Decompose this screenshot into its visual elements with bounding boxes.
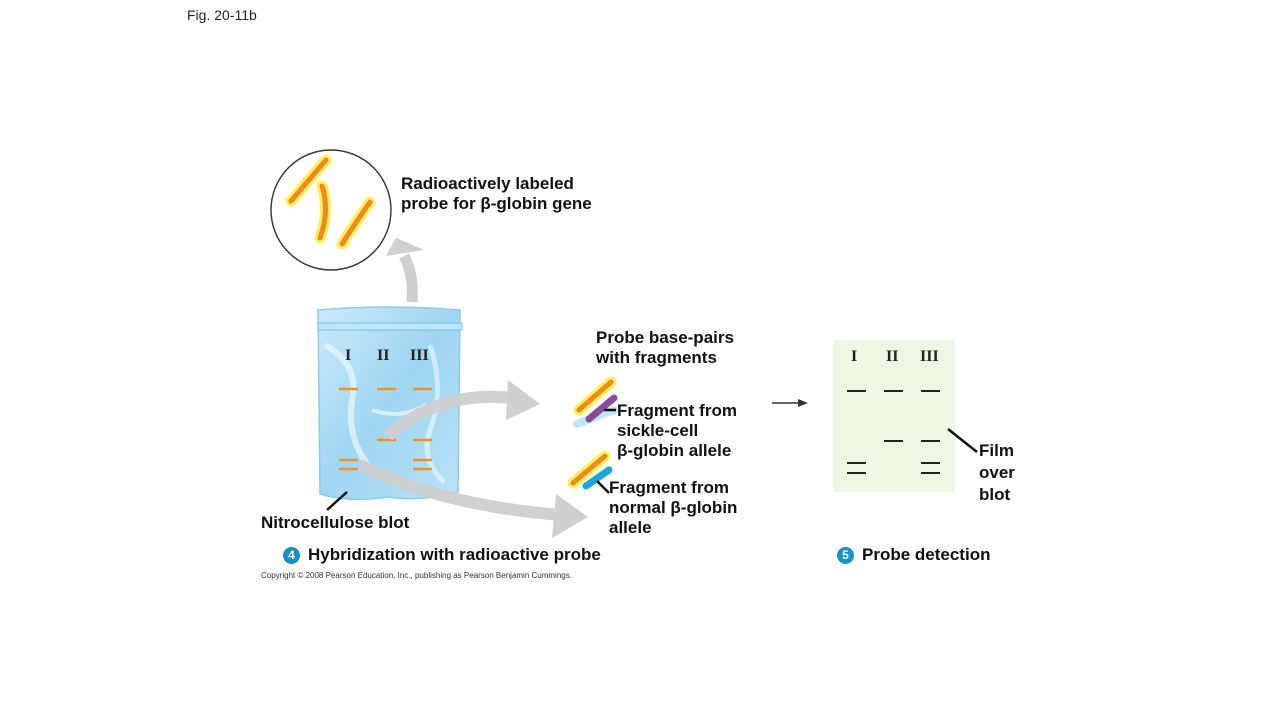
film-label-line: over <box>979 463 1015 482</box>
sickle-fragment-label-line: β-globin allele <box>617 441 732 460</box>
figure-label: Fig. 20-11b <box>187 7 257 23</box>
blot-pointer-line <box>326 491 348 511</box>
base-pair-label-line: with fragments <box>596 348 717 367</box>
blot-lane-label: III <box>410 347 429 364</box>
step-number-badge: 5 <box>837 546 854 564</box>
blot-bands <box>339 387 432 471</box>
curved-arrow-right-icon <box>357 459 588 538</box>
curved-arrow-right-icon <box>384 380 540 441</box>
normal-fragment-label-line: Fragment from <box>609 478 729 497</box>
probe-strand-icon <box>336 196 376 250</box>
blot-lane-label: II <box>377 347 390 364</box>
sickle-fragment-label-line: sickle-cell <box>617 421 699 440</box>
sickle-fragment-hybrid-icon <box>573 376 618 428</box>
curved-arrow-up-icon <box>386 238 424 303</box>
normal-fragment-label-line: normal β-globin <box>609 498 738 517</box>
blot-bag <box>317 306 463 501</box>
probe-strand-icon <box>314 180 331 244</box>
probe-label: Radioactively labeled probe for β-globin… <box>401 174 592 214</box>
film-panel <box>833 340 955 492</box>
film-lane-label: III <box>920 348 939 365</box>
copyright-notice: Copyright © 2008 Pearson Education, Inc.… <box>261 571 572 580</box>
step-title: Hybridization with radioactive probe <box>308 545 601 564</box>
base-pair-label-line: Probe base-pairs <box>596 328 734 347</box>
normal-pointer-line <box>596 480 610 494</box>
film-lane-label: II <box>886 348 899 365</box>
step-number-badge: 4 <box>283 546 300 564</box>
film-bands <box>847 390 940 474</box>
step-hybridization: 4 Hybridization with radioactive probe <box>283 545 601 565</box>
probe-strand-icon <box>285 154 332 207</box>
nitrocellulose-label: Nitrocellulose blot <box>261 513 410 532</box>
sickle-fragment-label: Fragment from sickle-cell β-globin allel… <box>617 401 737 461</box>
step-title: Probe detection <box>862 545 991 564</box>
probe-magnifier <box>270 149 392 271</box>
arrow-right-icon <box>772 399 808 407</box>
normal-fragment-label-line: allele <box>609 518 652 537</box>
base-pair-label: Probe base-pairs with fragments <box>596 328 734 368</box>
film-label-line: blot <box>979 485 1011 504</box>
film-lane-label: I <box>851 348 858 365</box>
step-probe-detection: 5 Probe detection <box>837 545 990 565</box>
blot-lane-label: I <box>345 347 352 364</box>
probe-label-line: Radioactively labeled <box>401 174 574 193</box>
film-pointer-line <box>947 428 978 453</box>
normal-fragment-hybrid-icon <box>567 450 613 490</box>
film-label: Film over blot <box>979 440 1015 506</box>
film-label-line: Film <box>979 441 1014 460</box>
sickle-fragment-label-line: Fragment from <box>617 401 737 420</box>
normal-fragment-label: Fragment from normal β-globin allele <box>609 478 737 538</box>
probe-label-line: probe for β-globin gene <box>401 194 592 213</box>
